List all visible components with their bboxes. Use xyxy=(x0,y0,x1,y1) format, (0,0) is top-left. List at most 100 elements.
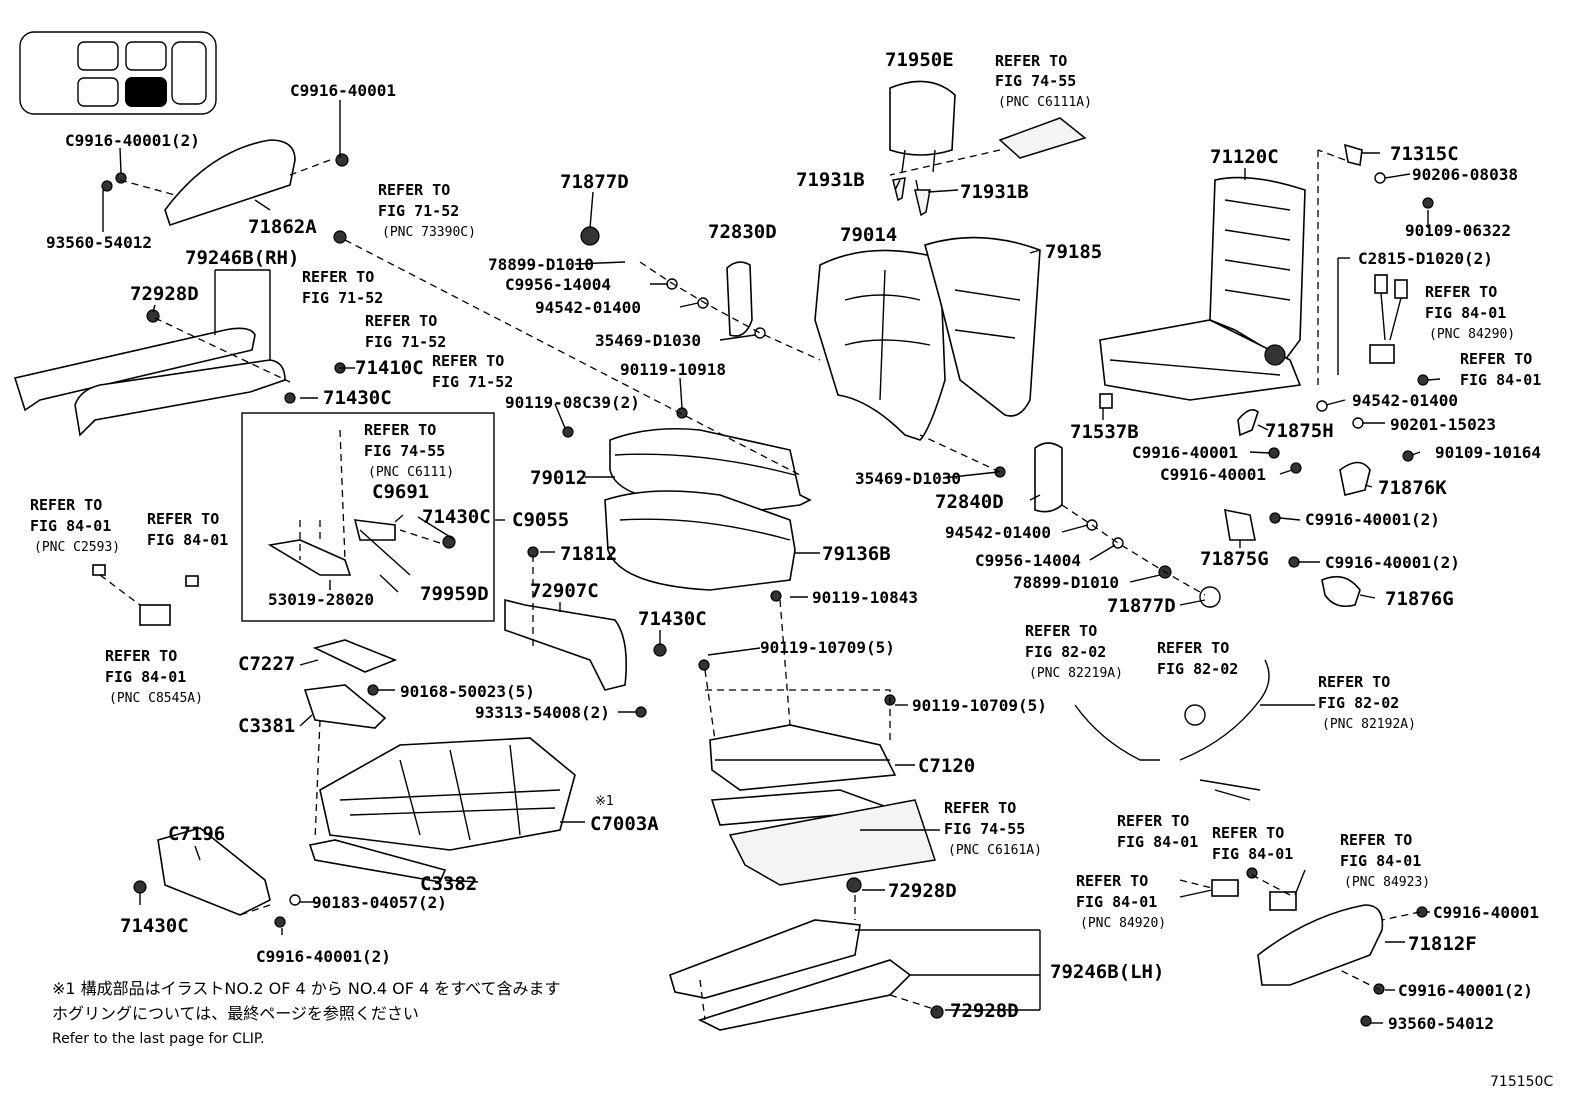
part-label-71120c: 71120C xyxy=(1210,146,1279,168)
part-label-c3381: C3381 xyxy=(238,715,295,737)
part-label-71875h: 71875H xyxy=(1265,420,1334,442)
part-label-71877d: 71877D xyxy=(560,171,629,193)
diagram-code: 715150C xyxy=(1490,1074,1553,1090)
part-label-93560-54012: 93560-54012 xyxy=(46,233,152,252)
bar-c3381-drawing xyxy=(303,684,387,729)
part-label-71812f: 71812F xyxy=(1408,933,1477,955)
part-label-94542-01400: 94542-01400 xyxy=(535,298,641,317)
part-label-c9916-40001-r2: C9916-40001 xyxy=(1160,465,1266,484)
part-label-71537b: 71537B xyxy=(1070,421,1139,443)
part-label-72840d: 72840D xyxy=(935,491,1004,513)
refer-fig-82-02-82192a: REFER TO FIG 82-02 (PNC 82192A) xyxy=(1318,673,1416,732)
refer-fig-74-55-c6111a: REFER TO FIG 74-55 (PNC C6111A) xyxy=(995,52,1092,110)
part-label-90119-10918: 90119-10918 xyxy=(620,360,726,379)
part-label-93313-54008: 93313-54008(2) xyxy=(475,703,610,722)
armrest-72840d-drawing xyxy=(1034,442,1063,513)
part-label-c7003a: C7003A xyxy=(590,813,659,835)
svg-text:FIG 84-01: FIG 84-01 xyxy=(1076,893,1157,911)
part-label-71430c-c: 71430C xyxy=(638,608,707,630)
part-label-c9916-40001-br: C9916-40001 xyxy=(1433,903,1539,922)
part-label-72928d-c: 72928D xyxy=(950,1000,1019,1022)
cover-71875h-drawing xyxy=(1237,409,1259,437)
part-label-c9691: C9691 xyxy=(372,481,429,503)
part-label-c2815-d1020: C2815-D1020(2) xyxy=(1358,249,1493,268)
part-label-90109-10164: 90109-10164 xyxy=(1435,443,1541,462)
refer-fig-84-01-a: REFER TO FIG 84-01 xyxy=(147,510,228,549)
svg-text:REFER TO: REFER TO xyxy=(302,268,374,286)
svg-text:REFER TO: REFER TO xyxy=(105,647,177,665)
clip-71537b-drawing xyxy=(1099,393,1113,409)
svg-text:FIG 84-01: FIG 84-01 xyxy=(1425,304,1506,322)
part-label-79185: 79185 xyxy=(1045,241,1102,263)
svg-text:REFER TO: REFER TO xyxy=(30,496,102,514)
assembly-lines xyxy=(14,149,1421,1021)
refer-fig-84-01-c8545a: REFER TO FIG 84-01 (PNC C8545A) xyxy=(105,647,203,706)
refer-fig-71-52-a: REFER TO FIG 71-52 xyxy=(302,268,383,307)
part-label-94542-01400-b: 94542-01400 xyxy=(945,523,1051,542)
svg-text:(PNC 84923): (PNC 84923) xyxy=(1344,875,1430,890)
svg-text:FIG 82-02: FIG 82-02 xyxy=(1318,694,1399,712)
bottom-panel-drawing xyxy=(728,799,936,886)
part-label-c9916-40001-br2: C9916-40001(2) xyxy=(1398,981,1533,1000)
part-label-90119-08c39: 90119-08C39(2) xyxy=(505,393,640,412)
cover-71876g-drawing xyxy=(1321,575,1361,608)
seatback-pad-drawing xyxy=(814,249,946,441)
part-label-71931b-left: 71931B xyxy=(796,169,865,191)
part-label-90168-50023: 90168-50023(5) xyxy=(400,682,535,701)
bracket-71315c-drawing xyxy=(1343,143,1363,166)
clip-left2-drawing xyxy=(185,575,199,587)
svg-text:FIG 74-55: FIG 74-55 xyxy=(995,72,1076,90)
part-label-c9916-40001-2: C9916-40001(2) xyxy=(65,131,200,150)
svg-text:REFER TO: REFER TO xyxy=(1025,622,1097,640)
part-label-c9916-40001-r4: C9916-40001(2) xyxy=(1325,553,1460,572)
wiring-harness-drawing xyxy=(1074,659,1270,801)
part-label-71430c-b: 71430C xyxy=(422,506,491,528)
svg-text:REFER TO: REFER TO xyxy=(365,312,437,330)
svg-text:FIG 84-01: FIG 84-01 xyxy=(1460,371,1541,389)
svg-text:REFER TO: REFER TO xyxy=(1318,673,1390,691)
svg-text:(PNC C8545A): (PNC C8545A) xyxy=(109,691,203,706)
svg-text:REFER TO: REFER TO xyxy=(1117,812,1189,830)
svg-text:REFER TO: REFER TO xyxy=(1076,872,1148,890)
part-label-71876g: 71876G xyxy=(1385,588,1454,610)
armrest-72830d-drawing xyxy=(726,261,753,337)
shield-71862a-drawing xyxy=(164,139,296,227)
part-label-90183-04057: 90183-04057(2) xyxy=(312,893,447,912)
refer-fig-84-01-84920: REFER TO FIG 84-01 (PNC 84920) xyxy=(1076,872,1166,931)
bar-c3382-drawing xyxy=(308,839,447,883)
part-label-78899-d1010: 78899-D1010 xyxy=(488,255,594,274)
svg-text:FIG 74-55: FIG 74-55 xyxy=(944,820,1025,838)
seatback-cover-drawing xyxy=(924,236,1041,417)
svg-text:(PNC C6111A): (PNC C6111A) xyxy=(998,95,1092,110)
spring-53019-drawing xyxy=(267,539,352,576)
svg-text:REFER TO: REFER TO xyxy=(995,52,1067,70)
footnote-1: ※1 構成部品はイラストNO.2 OF 4 から NO.4 OF 4 をすべて含… xyxy=(52,979,561,998)
svg-text:FIG 71-52: FIG 71-52 xyxy=(302,289,383,307)
svg-text:FIG 71-52: FIG 71-52 xyxy=(365,333,446,351)
svg-text:(PNC C6111): (PNC C6111) xyxy=(368,465,454,480)
footnote-3: Refer to the last page for CLIP. xyxy=(52,1031,265,1047)
part-label-35469-d1030-b: 35469-D1030 xyxy=(855,469,961,488)
cover-71876k-drawing xyxy=(1339,461,1371,496)
refer-fig-84-01-d: REFER TO FIG 84-01 xyxy=(1212,824,1293,863)
seat-adjuster-drawing xyxy=(319,737,576,851)
svg-text:FIG 84-01: FIG 84-01 xyxy=(147,531,228,549)
seat-slide-drawing xyxy=(709,724,897,826)
svg-text:REFER TO: REFER TO xyxy=(1212,824,1284,842)
part-label-90206-08038: 90206-08038 xyxy=(1412,165,1518,184)
part-label-93560-54012-b: 93560-54012 xyxy=(1388,1014,1494,1033)
cover-c7196-drawing xyxy=(157,827,271,916)
svg-text:FIG 84-01: FIG 84-01 xyxy=(1340,852,1421,870)
refer-fig-84-01-84290: REFER TO FIG 84-01 (PNC 84290) xyxy=(1425,283,1515,342)
refer-fig-84-01-c: REFER TO FIG 84-01 xyxy=(1117,812,1198,851)
switch-a-drawing xyxy=(1211,879,1239,897)
part-label-c9916-40001-r3: C9916-40001(2) xyxy=(1305,510,1440,529)
seatback-frame-drawing xyxy=(1099,176,1306,401)
footnotes: ※1 構成部品はイラストNO.2 OF 4 から NO.4 OF 4 をすべて含… xyxy=(52,979,561,1047)
part-label-71410c: 71410C xyxy=(355,357,424,379)
refer-fig-84-01-b: REFER TO FIG 84-01 xyxy=(1460,350,1541,389)
part-label-90201-15023: 90201-15023 xyxy=(1390,415,1496,434)
trim-lh-drawing xyxy=(669,919,912,1031)
refer-fig-74-55-c6111: REFER TO FIG 74-55 (PNC C6111) xyxy=(364,421,454,480)
label-plate-drawing xyxy=(998,117,1087,159)
